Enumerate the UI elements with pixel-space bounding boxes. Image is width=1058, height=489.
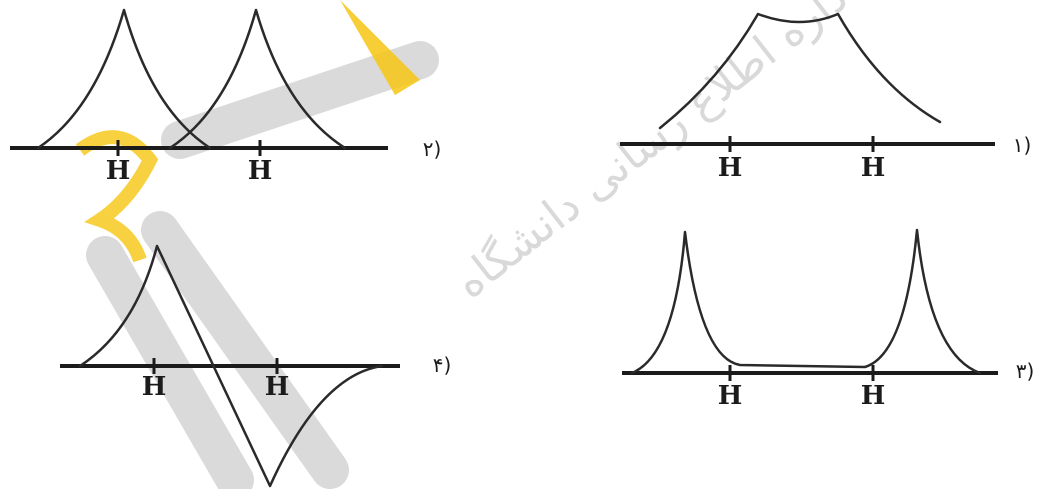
curve-option-3 bbox=[630, 228, 982, 375]
peak-label-1b: H bbox=[861, 153, 886, 183]
peak-label-2b: H bbox=[248, 156, 273, 186]
peak-label-4b: H bbox=[265, 372, 290, 402]
peak-label-1a: H bbox=[718, 153, 743, 183]
peak-label-3a: H bbox=[718, 381, 743, 411]
option-label-4: ۴) bbox=[433, 353, 452, 377]
option-label-3: ۳) bbox=[1016, 359, 1035, 383]
watermark-text: اداره اطلاع رسانی دانشگاه bbox=[445, 0, 866, 309]
peak-label-2a: H bbox=[106, 156, 131, 186]
curve-option-2-right bbox=[168, 8, 347, 150]
watermark: اداره اطلاع رسانی دانشگاه bbox=[75, 0, 867, 489]
peak-label-4a: H bbox=[142, 372, 167, 402]
spectrum-option-1: H H ۱) bbox=[620, 12, 1032, 183]
curve-option-4 bbox=[78, 244, 384, 488]
watermark-logo-yellow-2 bbox=[75, 130, 159, 263]
option-label-2: ۲) bbox=[423, 137, 442, 161]
watermark-logo-yellow bbox=[340, 0, 420, 95]
spectrum-option-4: H H ۴) bbox=[60, 244, 452, 488]
option-label-1: ۱) bbox=[1013, 133, 1032, 157]
spectrum-option-2: H H ۲) bbox=[10, 8, 442, 186]
curve-option-2-left bbox=[36, 8, 212, 150]
curve-option-1 bbox=[658, 12, 942, 130]
watermark-logo-stroke bbox=[86, 41, 439, 489]
spectrum-option-3: H H ۳) bbox=[622, 228, 1035, 411]
peak-label-3b: H bbox=[861, 381, 886, 411]
